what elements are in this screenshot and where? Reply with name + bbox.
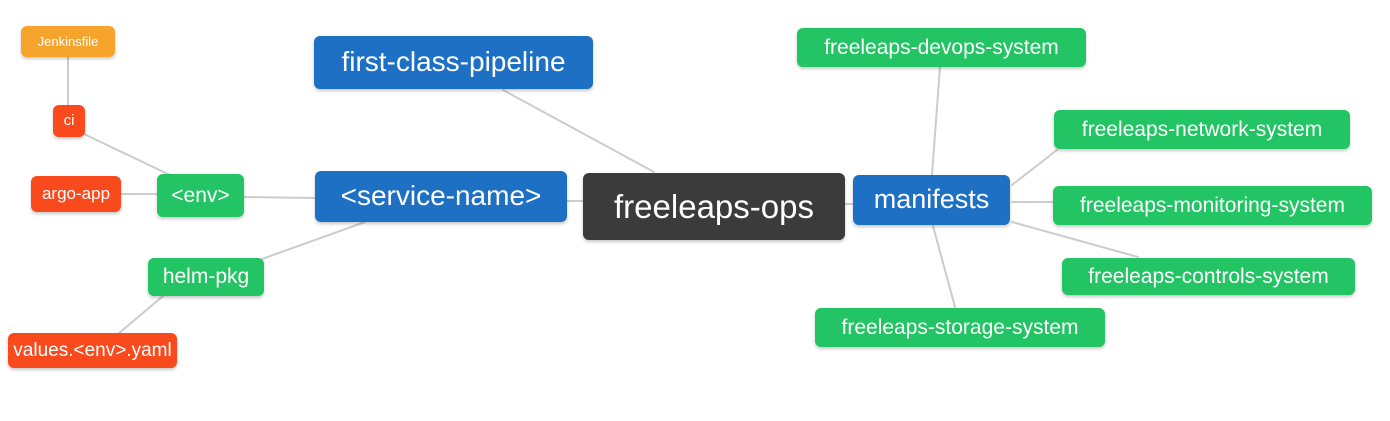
edge-manifests--freeleaps-devops-system (931, 66, 941, 176)
node-label: <service-name> (340, 180, 542, 211)
node-label: ci (63, 112, 75, 129)
node-label: freeleaps-network-system (1081, 117, 1323, 141)
node-label: first-class-pipeline (341, 46, 566, 77)
node-label: Jenkinsfile (37, 33, 99, 49)
node-freeleaps-storage-system[interactable]: freeleaps-storage-system (815, 308, 1105, 347)
node-first-class-pipeline[interactable]: first-class-pipeline (314, 36, 593, 89)
node-freeleaps-controls-system[interactable]: freeleaps-controls-system (1062, 258, 1355, 295)
node-jenkinsfile[interactable]: Jenkinsfile (21, 26, 115, 57)
edge-helm-pkg--service-name (261, 221, 366, 260)
node-label: values.<env>.yaml (13, 339, 172, 361)
node-label: argo-app (41, 184, 111, 203)
node-label: freeleaps-storage-system (841, 315, 1079, 339)
node-env[interactable]: <env> (157, 174, 244, 217)
edge-ci--env (83, 133, 171, 176)
edge-manifests--freeleaps-network-system (1011, 149, 1058, 186)
node-label: freeleaps-monitoring-system (1080, 193, 1345, 217)
node-label: helm-pkg (162, 265, 250, 288)
node-service-name[interactable]: <service-name> (315, 171, 567, 222)
node-label: freeleaps-devops-system (824, 35, 1059, 59)
node-ci[interactable]: ci (53, 105, 85, 137)
node-label: manifests (873, 184, 990, 214)
node-label: freeleaps-ops (614, 187, 814, 225)
node-manifests[interactable]: manifests (853, 175, 1010, 225)
edge-manifests--freeleaps-storage-system (932, 225, 956, 308)
node-label: <env> (171, 183, 230, 207)
node-helm-pkg[interactable]: helm-pkg (148, 258, 264, 296)
node-freeleaps-ops[interactable]: freeleaps-ops (583, 173, 845, 240)
edge-env--service-name (243, 196, 316, 199)
edge-helm-pkg--values-env-yaml (117, 295, 164, 335)
node-freeleaps-devops-system[interactable]: freeleaps-devops-system (797, 28, 1086, 67)
node-label: freeleaps-controls-system (1088, 264, 1329, 288)
node-freeleaps-monitoring-system[interactable]: freeleaps-monitoring-system (1053, 186, 1372, 225)
node-argo-app[interactable]: argo-app (31, 176, 121, 212)
edge-first-class-pipeline--freeleaps-ops (502, 89, 655, 173)
edge-manifests--freeleaps-controls-system (1011, 221, 1139, 258)
node-values-env-yaml[interactable]: values.<env>.yaml (8, 333, 177, 368)
node-freeleaps-network-system[interactable]: freeleaps-network-system (1054, 110, 1350, 149)
